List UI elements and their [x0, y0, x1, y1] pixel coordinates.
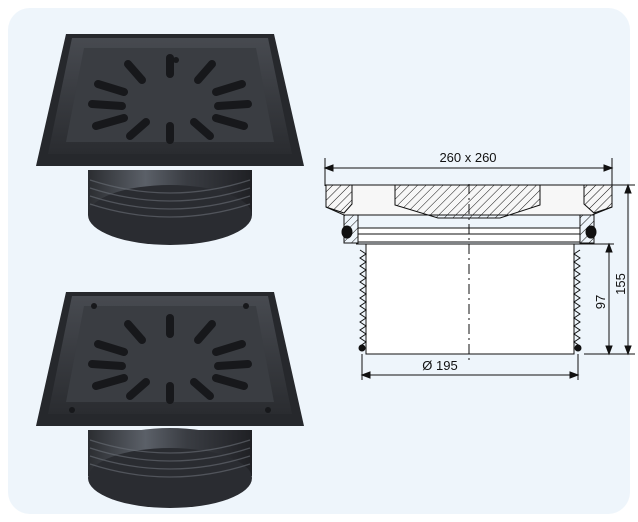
width-dimension — [323, 158, 614, 186]
body-section — [356, 243, 584, 355]
diameter-dimension — [360, 354, 580, 380]
width-dimension-label: 260 x 260 — [439, 150, 496, 165]
total-height-label: 155 — [613, 273, 628, 295]
drain-top-grating — [36, 34, 304, 166]
thread-height-dimension — [584, 242, 614, 356]
diameter-label: Ø 195 — [422, 358, 457, 373]
drain-bottom-body — [88, 428, 252, 508]
drain-top-body — [88, 170, 252, 245]
drain-bottom-grating — [36, 292, 304, 426]
thread-height-label: 97 — [593, 295, 608, 309]
